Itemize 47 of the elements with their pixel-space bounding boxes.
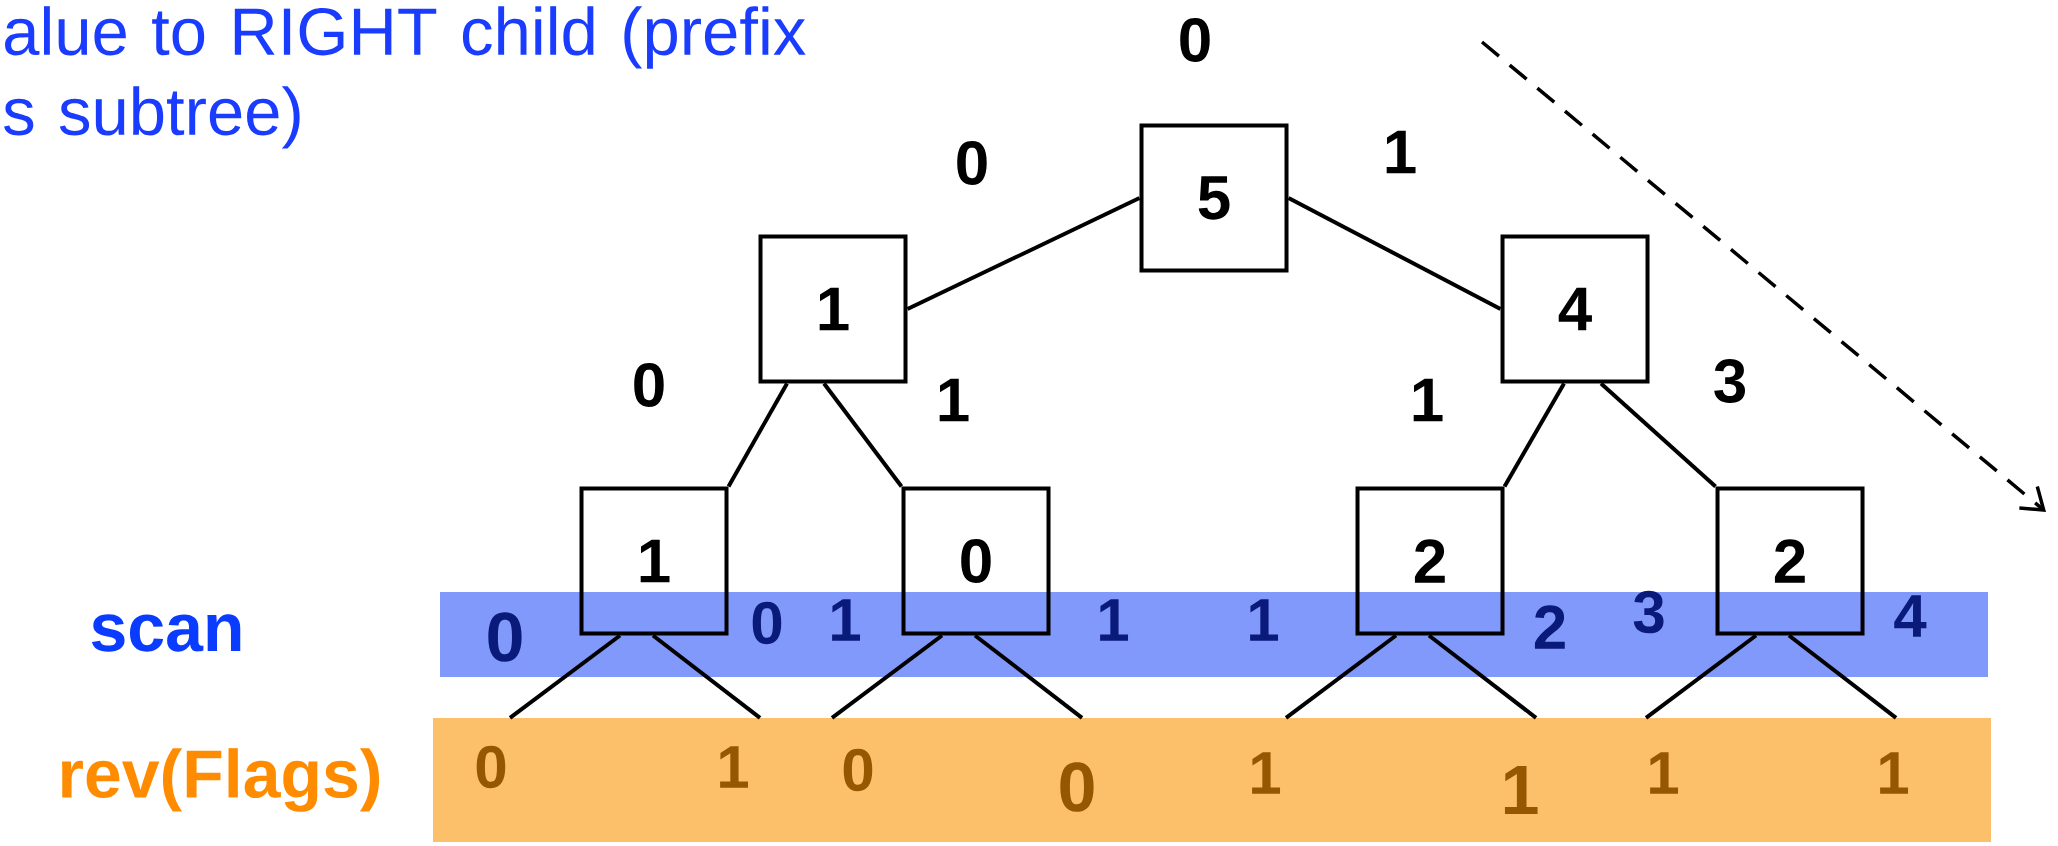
edge-label: 0 xyxy=(952,139,992,187)
band-value: 3 xyxy=(1633,590,1664,634)
band-value: 1 xyxy=(1100,599,1129,641)
band-value: 0 xyxy=(843,748,873,792)
row-label: scan xyxy=(91,614,241,652)
edge-label: 1 xyxy=(1380,128,1420,176)
edge-label: 1 xyxy=(1407,376,1447,424)
row-label: rev(Flags) xyxy=(62,748,380,812)
tree-node-box: 4 xyxy=(1500,234,1650,384)
band-value: 0 xyxy=(1060,762,1094,812)
tree-edge xyxy=(508,633,622,720)
band-value: 1 xyxy=(1650,752,1679,794)
band-value: 1 xyxy=(832,599,860,641)
band-value: 1 xyxy=(1880,752,1909,794)
band-value: 0 xyxy=(476,745,506,789)
tree-node-box: 0 xyxy=(901,486,1051,636)
band-value: 1 xyxy=(720,746,748,788)
tree-node-box: 1 xyxy=(758,234,908,384)
tree-edge xyxy=(1427,633,1538,720)
band-value: 4 xyxy=(1894,595,1927,637)
tree-edge xyxy=(1644,633,1758,720)
tree-edge xyxy=(973,633,1084,720)
tree-edge xyxy=(822,382,904,488)
note-text: alue to RIGHT child (prefix s subtree) xyxy=(4,6,806,149)
tree-edge xyxy=(1787,633,1898,720)
edge-label: 0 xyxy=(629,361,669,409)
band-value: 2 xyxy=(1534,605,1565,649)
band-value: 1 xyxy=(1250,599,1279,641)
tree-edge xyxy=(906,196,1141,311)
tree-node-box: 2 xyxy=(1715,486,1865,636)
tree-node-box: 2 xyxy=(1355,486,1505,636)
tree-edge xyxy=(1284,633,1398,720)
tree-edge xyxy=(651,633,762,720)
tree-edge xyxy=(726,382,789,488)
tree-edge xyxy=(1599,382,1717,488)
tree-node-box: 1 xyxy=(579,486,729,636)
tree-node-box: 5 xyxy=(1139,123,1289,273)
tree-edge xyxy=(1287,196,1502,311)
tree-edge xyxy=(1502,382,1566,488)
band-value: 1 xyxy=(1252,752,1281,794)
node-value: 0 xyxy=(1180,18,1210,62)
edge-label: 3 xyxy=(1710,357,1750,405)
band-value: 1 xyxy=(1504,765,1538,815)
band-value: 0 xyxy=(752,601,782,645)
edge-label: 1 xyxy=(933,376,973,424)
band-value: 0 xyxy=(488,612,522,662)
tree-edge xyxy=(830,633,944,720)
